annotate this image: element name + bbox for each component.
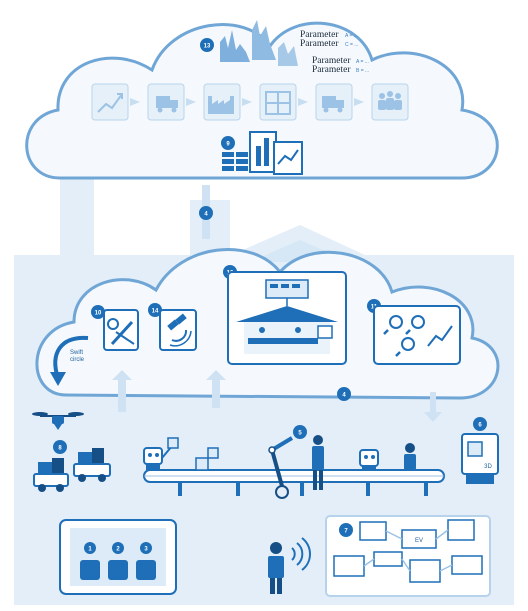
data-inspection-icon bbox=[373, 305, 461, 365]
autonomous-vehicle-icon bbox=[33, 458, 69, 492]
svg-text:1: 1 bbox=[88, 547, 92, 553]
badge-10: 10 bbox=[91, 305, 105, 319]
drone-icon bbox=[32, 412, 84, 430]
3d-printer-icon: 3D bbox=[461, 433, 499, 484]
parameter-4-value: B = ... bbox=[356, 68, 369, 74]
control-panel-connectors bbox=[363, 529, 453, 572]
svg-text:7: 7 bbox=[344, 529, 348, 535]
warehouse-shelf-icon bbox=[265, 91, 291, 115]
factory-icon bbox=[208, 96, 234, 114]
svg-text:8: 8 bbox=[58, 446, 62, 452]
robot-worker-icon bbox=[143, 437, 179, 470]
tablet-app-2: 2 bbox=[108, 542, 128, 580]
robot-worker-icon bbox=[359, 449, 379, 470]
skyline-chart-icon bbox=[220, 20, 298, 66]
badge-7: 7 bbox=[339, 523, 353, 537]
tablet-app-3: 3 bbox=[136, 542, 156, 580]
factory-monitoring-panel bbox=[227, 271, 347, 365]
growth-chart-icon bbox=[97, 93, 123, 113]
parameter-1-label: Parameter bbox=[300, 30, 339, 40]
wireless-signal-icon bbox=[291, 537, 311, 571]
svg-text:4: 4 bbox=[342, 393, 346, 399]
autonomous-vehicle-icon bbox=[73, 448, 111, 482]
svg-text:14: 14 bbox=[152, 309, 159, 315]
svg-text:5: 5 bbox=[298, 431, 302, 437]
badge-14: 14 bbox=[148, 303, 162, 317]
package-on-belt bbox=[195, 447, 219, 471]
svg-text:9: 9 bbox=[226, 142, 230, 148]
robot-arm-icon bbox=[268, 436, 294, 499]
svg-text:10: 10 bbox=[95, 311, 102, 317]
swift-label: Swift bbox=[70, 350, 83, 356]
conveyor-belt bbox=[143, 469, 445, 496]
parameter-2-value: C = ... bbox=[345, 42, 358, 48]
badge-5: 5 bbox=[293, 425, 307, 439]
satellite-signal-icon bbox=[159, 309, 197, 351]
svg-text:13: 13 bbox=[204, 44, 211, 50]
badge-6: 6 bbox=[473, 417, 487, 431]
parameter-2-label: Parameter bbox=[300, 39, 339, 49]
parameter-1-value: A = ... bbox=[345, 33, 358, 39]
badge-13: 13 bbox=[200, 38, 214, 52]
svg-text:6: 6 bbox=[478, 423, 482, 429]
delivery-truck-icon bbox=[156, 96, 178, 113]
tablet-device bbox=[59, 519, 177, 595]
parameter-3-value: A = ... bbox=[356, 59, 369, 65]
parameter-list: Parameter A = ... Parameter C = ... Para… bbox=[300, 30, 369, 75]
swift-circle-arrow: Swift circle bbox=[50, 335, 89, 386]
tablet-app-1: 1 bbox=[80, 542, 100, 580]
people-group-icon bbox=[378, 91, 402, 110]
3d-label: 3D bbox=[484, 464, 492, 470]
data-analytics-cluster-icon bbox=[222, 131, 303, 175]
badge-9: 9 bbox=[221, 136, 235, 150]
ev-label: EV bbox=[415, 538, 423, 544]
cloud-connector: 4 bbox=[199, 185, 213, 239]
worker-icon bbox=[312, 435, 324, 490]
parameter-4-label: Parameter bbox=[312, 65, 351, 75]
svg-text:3: 3 bbox=[144, 547, 148, 553]
process-chain-arrows bbox=[130, 98, 364, 106]
circle-label: circle bbox=[70, 357, 85, 363]
delivery-truck-icon bbox=[322, 96, 344, 113]
operator-icon bbox=[268, 542, 284, 594]
badge-8: 8 bbox=[53, 440, 67, 454]
svg-text:2: 2 bbox=[116, 547, 120, 553]
worker-icon bbox=[404, 443, 416, 470]
badge-4-factory: 4 bbox=[337, 387, 351, 401]
cloud-floor-data-arrows bbox=[112, 370, 442, 422]
maintenance-tools-icon bbox=[103, 309, 139, 351]
parameter-3-label: Parameter bbox=[312, 56, 351, 66]
svg-text:4: 4 bbox=[204, 212, 208, 218]
